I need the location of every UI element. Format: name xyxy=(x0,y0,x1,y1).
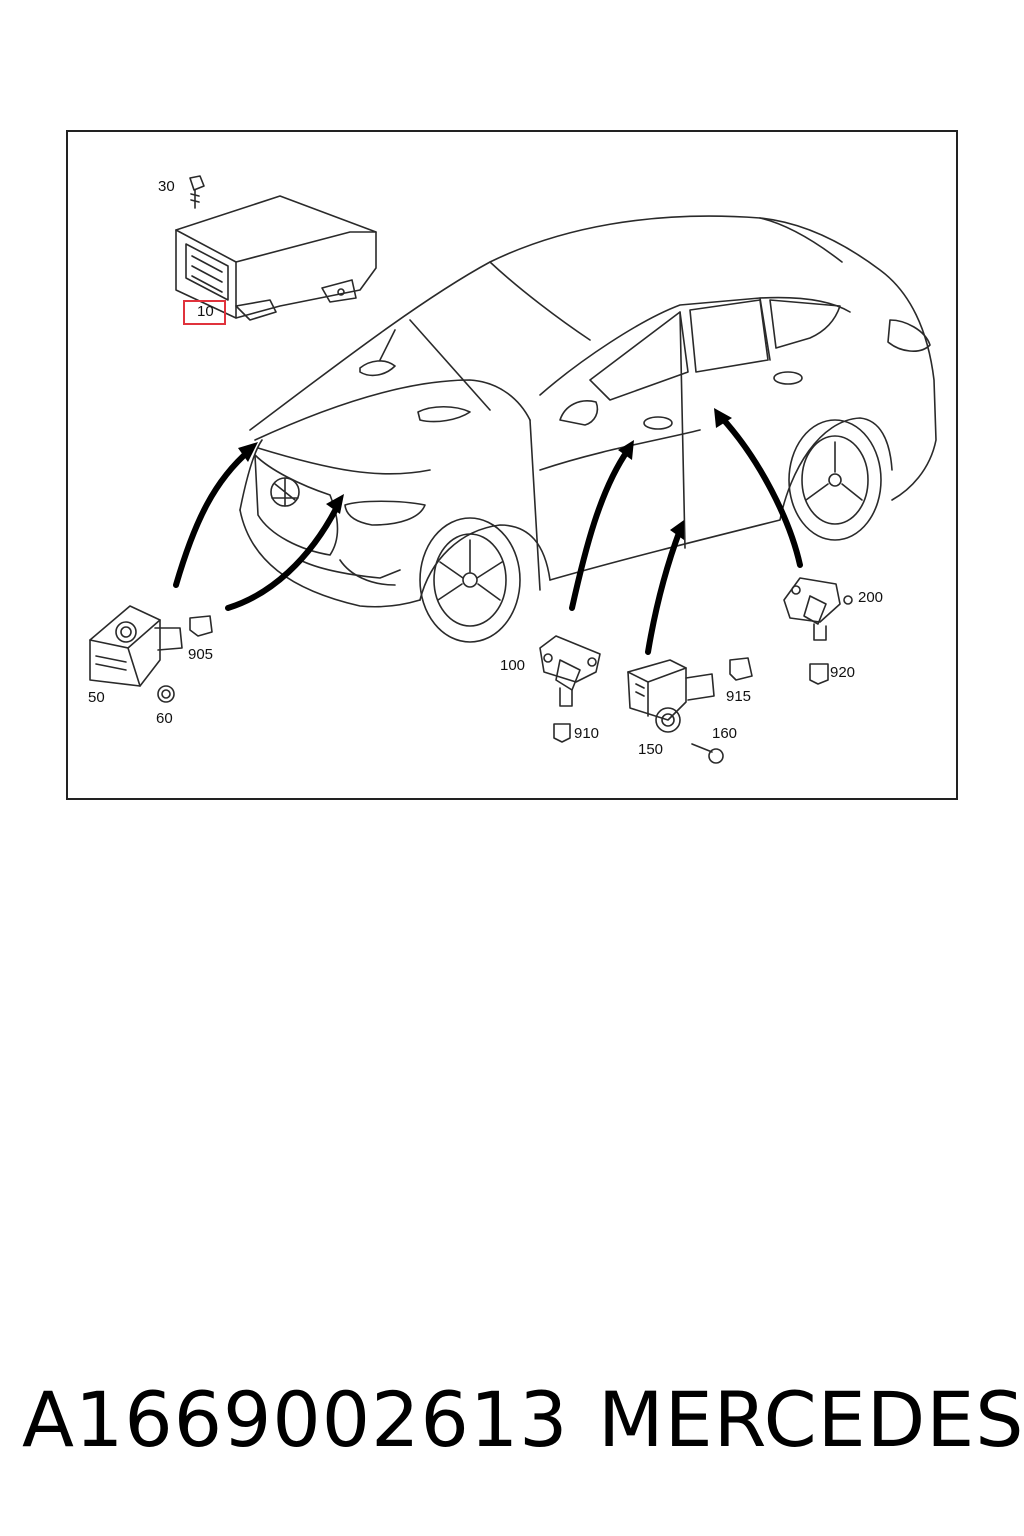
arrow-50-lower xyxy=(225,502,341,611)
part-label-910[interactable]: 910 xyxy=(574,725,600,742)
sensor-150 xyxy=(627,657,753,764)
arrow-100 xyxy=(569,447,631,611)
arrow-50-upper xyxy=(173,447,253,588)
callout-arrows xyxy=(173,415,803,655)
part-label-150[interactable]: 150 xyxy=(638,741,664,758)
brand-name: MERCEDES xyxy=(598,1375,1024,1464)
arrow-150 xyxy=(645,527,683,655)
diagram-frame xyxy=(66,130,958,800)
part-label-915[interactable]: 915 xyxy=(726,688,752,705)
part-label-10[interactable]: 10 xyxy=(183,300,226,325)
footer: A1669002613 MERCEDES xyxy=(0,1375,1024,1465)
part-label-30[interactable]: 30 xyxy=(158,178,175,195)
airbag-control-unit-10 xyxy=(175,175,377,321)
side-impact-sensor-200 xyxy=(783,577,853,685)
part-label-50[interactable]: 50 xyxy=(88,689,105,706)
callout-arrowheads xyxy=(238,408,732,540)
front-impact-sensor-50 xyxy=(89,605,213,703)
part-label-905[interactable]: 905 xyxy=(188,646,214,663)
part-label-200[interactable]: 200 xyxy=(858,589,884,606)
arrow-200 xyxy=(719,415,803,568)
part-number: A1669002613 xyxy=(22,1375,569,1464)
part-label-160[interactable]: 160 xyxy=(712,725,738,742)
part-label-60[interactable]: 60 xyxy=(156,710,173,727)
car-illustration xyxy=(239,215,937,643)
part-label-920[interactable]: 920 xyxy=(830,664,856,681)
part-label-100[interactable]: 100 xyxy=(500,657,526,674)
side-impact-sensor-100 xyxy=(539,635,601,743)
